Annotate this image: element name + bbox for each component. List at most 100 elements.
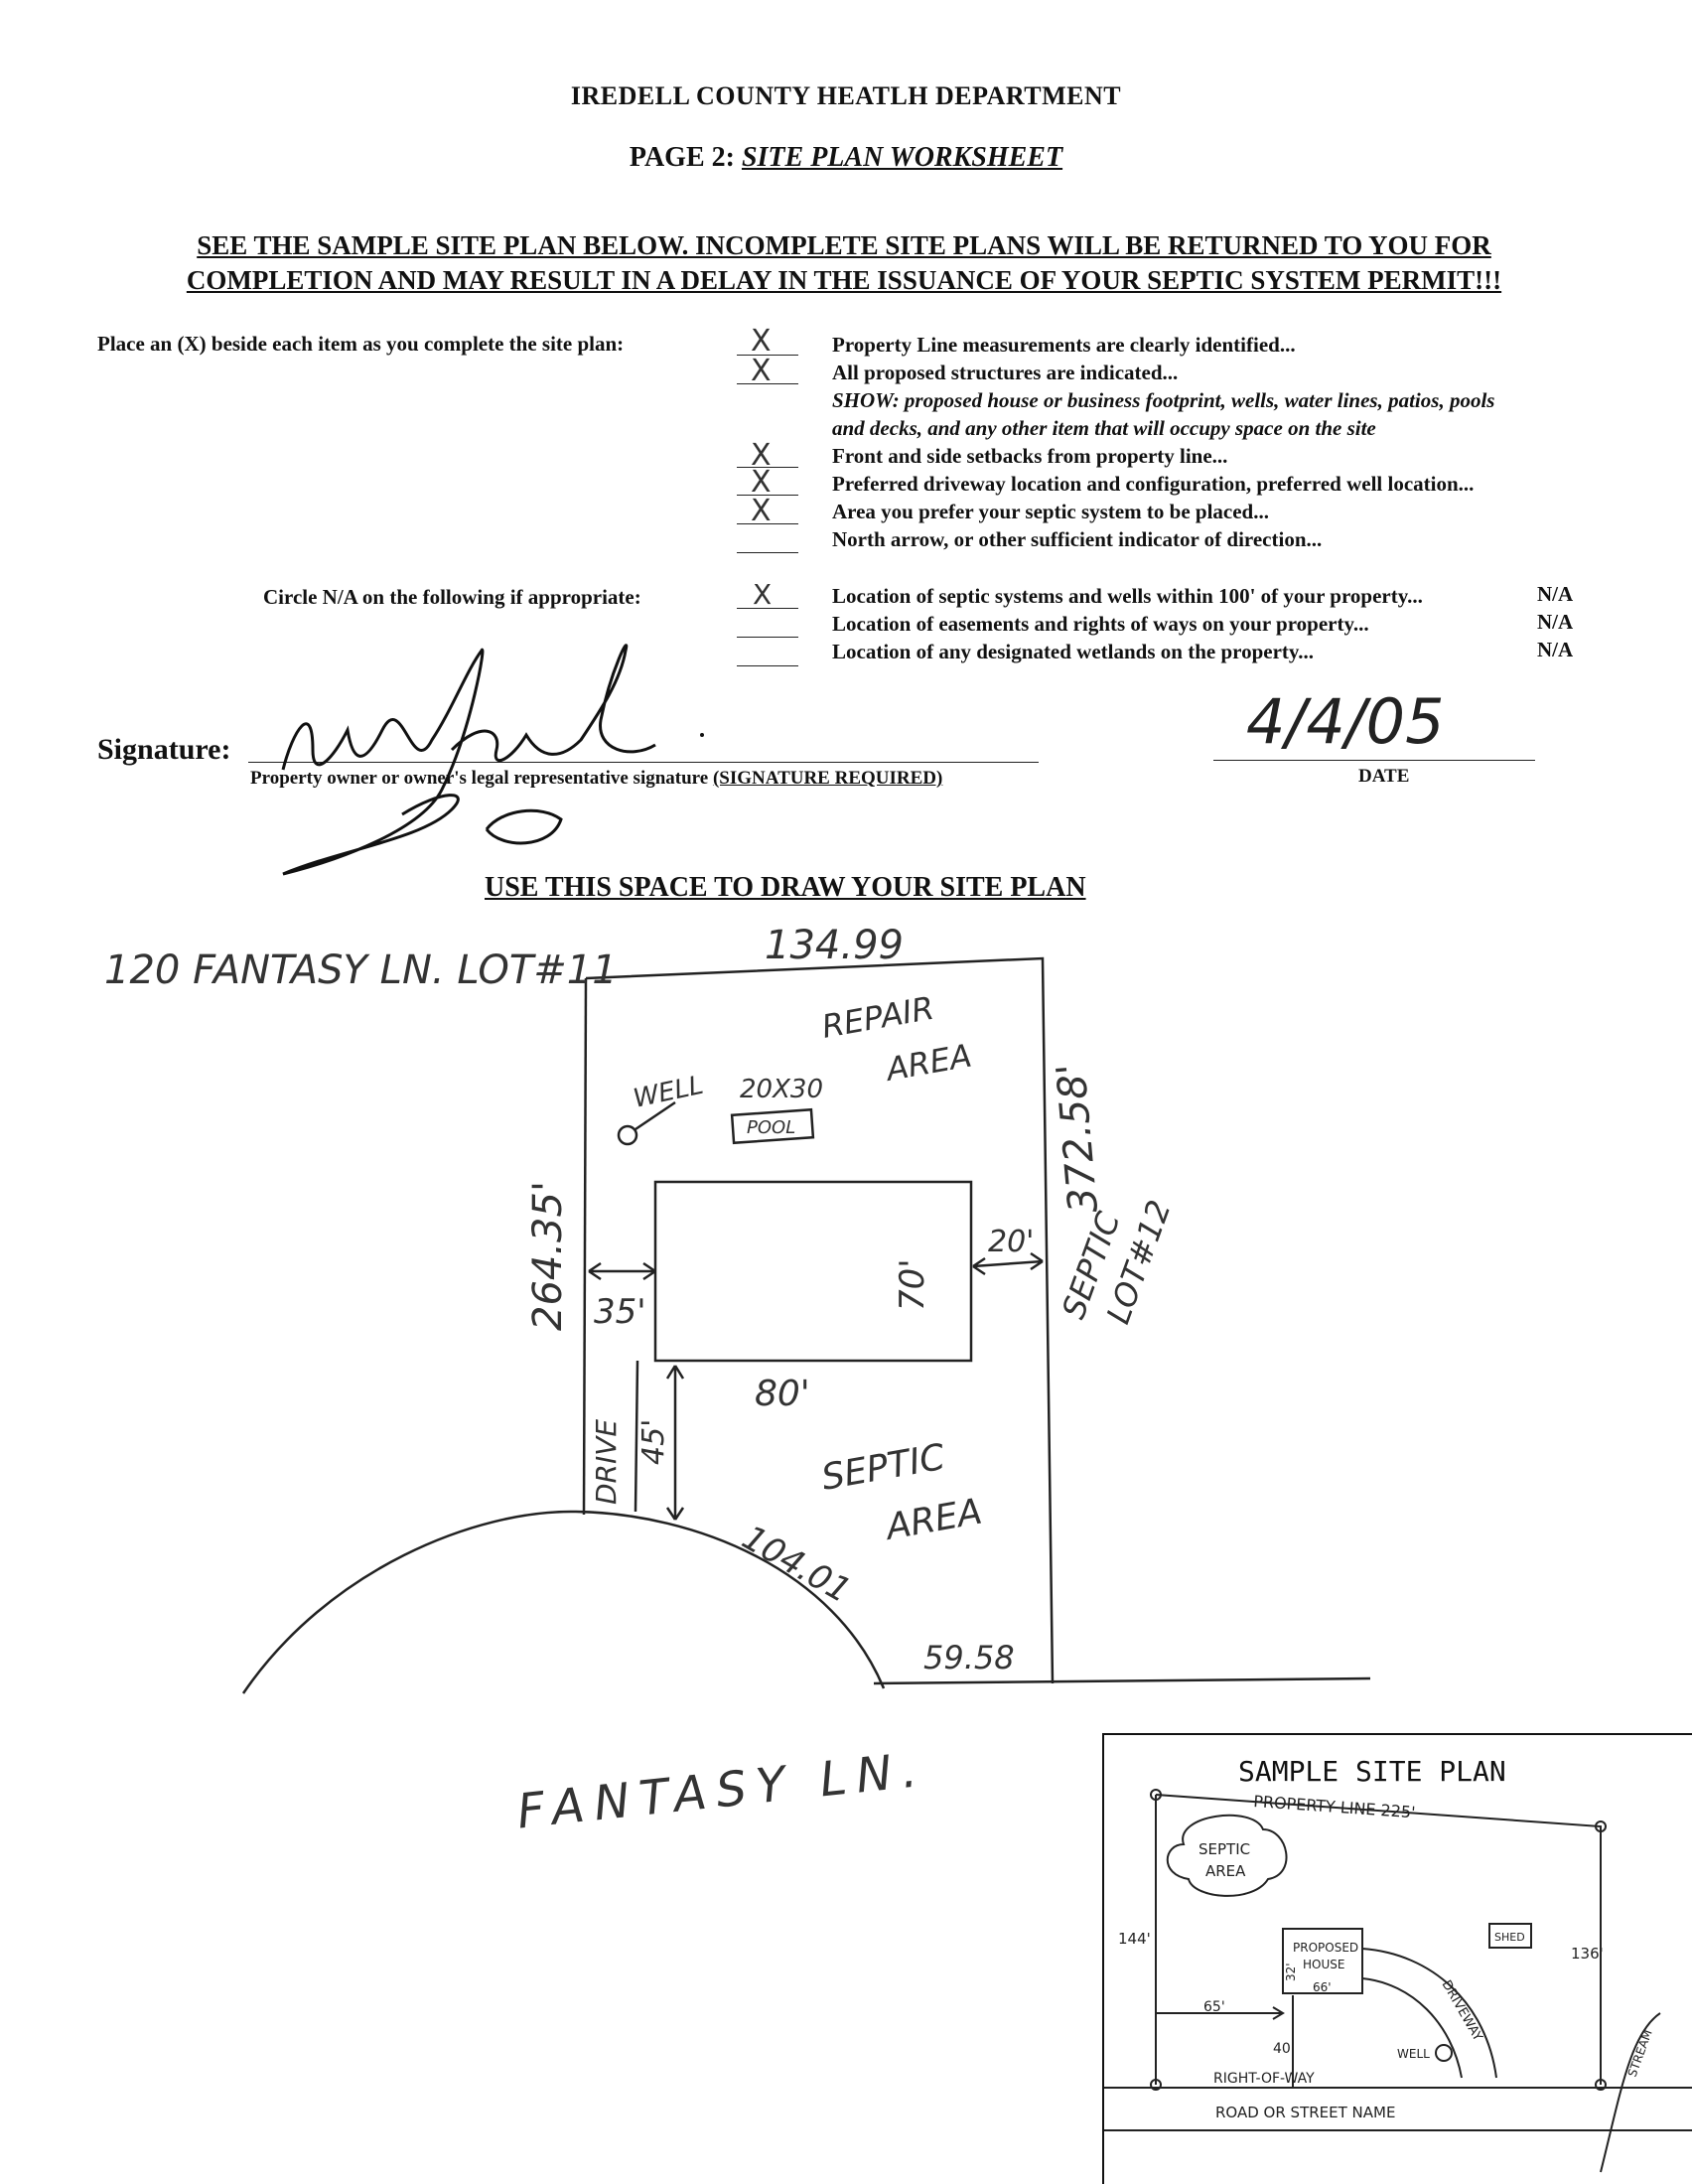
page-subtitle: SITE PLAN WORKSHEET: [741, 142, 1063, 173]
warning-line-1: SEE THE SAMPLE SITE PLAN BELOW. INCOMPLE…: [197, 230, 1491, 260]
date-caption: DATE: [1358, 766, 1410, 787]
drive-label: DRIVE: [590, 1419, 623, 1505]
pool-shape: [730, 1107, 815, 1145]
sample-shed-label: SHED: [1494, 1931, 1525, 1944]
signature-caption-text: Property owner or owner's legal represen…: [250, 768, 709, 789]
front-setback-arrow: [665, 1365, 685, 1521]
checklist-item: Front and side setbacks from property li…: [832, 444, 1228, 468]
sample-stream: [1600, 2012, 1661, 2173]
sample-driveway-outer: [1361, 1948, 1497, 2079]
pool-size-label: 20X30: [740, 1075, 823, 1104]
checklist-item: North arrow, or other sufficient indicat…: [832, 527, 1323, 551]
property-bottom-line: [873, 1676, 1371, 1685]
sample-driveway-inner: [1361, 1977, 1463, 2079]
pool-label: POOL: [747, 1117, 795, 1138]
sample-road-label: ROAD OR STREET NAME: [1215, 2104, 1395, 2121]
arc-dimension: 104.01: [736, 1518, 858, 1611]
drive-line: [634, 1360, 639, 1513]
date-line[interactable]: [1213, 760, 1535, 761]
sample-well-label: WELL: [1397, 2047, 1430, 2061]
sample-stream-label: STREAM: [1625, 2028, 1655, 2079]
sample-house-height: 32': [1284, 1963, 1298, 1981]
street-curve: [241, 1510, 886, 1694]
sample-front-dim: 40': [1273, 2041, 1295, 2057]
right-dimension: 372.58': [1049, 1062, 1107, 1215]
signature-line[interactable]: [248, 762, 1039, 763]
repair-area-label-2: AREA: [882, 1036, 974, 1089]
sample-property-line: PROPERTY LINE 225': [1253, 1792, 1416, 1821]
page-prefix: PAGE 2:: [629, 142, 735, 173]
na-instruction: Circle N/A on the following if appropria…: [263, 585, 641, 609]
left-dimension: 264.35': [525, 1181, 571, 1331]
setback-arrow-left: [588, 1261, 656, 1281]
left-setback: 35': [594, 1292, 646, 1332]
na-option[interactable]: N/A: [1537, 582, 1574, 606]
checklist-item: SHOW: proposed house or business footpri…: [832, 388, 1495, 412]
checklist-instruction: Place an (X) beside each item as you com…: [97, 332, 625, 356]
sample-well-circle: [1435, 2044, 1453, 2062]
sample-septic-1: SEPTIC: [1198, 1840, 1250, 1858]
check-mark: X: [751, 494, 772, 528]
right-setback: 20': [988, 1225, 1034, 1259]
na-item: Location of easements and rights of ways…: [832, 612, 1369, 636]
checkbox-line[interactable]: [737, 665, 798, 666]
septic-area-label-2: AREA: [881, 1492, 985, 1549]
sample-site-plan: SAMPLE SITE PLAN PROPERTY LINE 225' SEPT…: [1102, 1733, 1692, 2184]
check-mark: X: [751, 438, 772, 473]
sample-shed: [1488, 1923, 1532, 1949]
checkbox-line[interactable]: [737, 608, 798, 609]
na-option[interactable]: N/A: [1537, 610, 1574, 634]
property-boundary: [585, 956, 1055, 1684]
setback-arrow-right: [972, 1251, 1044, 1276]
page-title: PAGE 2: SITE PLAN WORKSHEET: [0, 142, 1692, 174]
checkbox-line[interactable]: [737, 552, 798, 553]
sample-title: SAMPLE SITE PLAN: [1238, 1755, 1506, 1788]
sample-right-dim: 136': [1571, 1945, 1604, 1963]
sample-left-dim: 144': [1118, 1930, 1151, 1948]
sample-house-2: HOUSE: [1303, 1958, 1344, 1971]
bottom-dimension: 59.58: [923, 1639, 1015, 1676]
checklist-item: All proposed structures are indicated...: [832, 361, 1179, 384]
handwritten-date: 4/4/05: [1246, 685, 1445, 758]
check-mark: X: [751, 354, 772, 388]
checkbox-line[interactable]: [737, 355, 798, 356]
checkbox-line[interactable]: [737, 467, 798, 468]
department-title: IREDELL COUNTY HEATLH DEPARTMENT: [570, 81, 1122, 110]
sample-house-width: 66': [1313, 1980, 1332, 1994]
check-mark: X: [751, 324, 772, 359]
warning-line-2: COMPLETION AND MAY RESULT IN A DELAY IN …: [186, 265, 1502, 295]
site-plan-heading: USE THIS SPACE TO DRAW YOUR SITE PLAN: [485, 872, 1086, 903]
sample-septic-2: AREA: [1205, 1862, 1246, 1880]
checkbox-line[interactable]: [737, 495, 798, 496]
na-option[interactable]: N/A: [1537, 638, 1574, 661]
check-mark: X: [753, 578, 773, 611]
address-label: 120 FANTASY LN. LOT#11: [104, 947, 618, 993]
checklist-item: and decks, and any other item that will …: [832, 416, 1376, 440]
checklist-item: Preferred driveway location and configur…: [832, 472, 1475, 496]
checkbox-line[interactable]: [737, 383, 798, 384]
septic-area-label-1: SEPTIC: [818, 1437, 948, 1499]
repair-area-label-1: REPAIR: [819, 989, 937, 1046]
sample-drawing: PROPERTY LINE 225' SEPTIC AREA SHED PROP…: [1104, 1789, 1692, 2173]
signature-label: Signature:: [97, 733, 231, 766]
checkbox-line[interactable]: [737, 523, 798, 524]
signature-required: (SIGNATURE REQUIRED): [712, 768, 943, 789]
checkbox-line[interactable]: [737, 637, 798, 638]
property-left-line: [582, 977, 588, 1516]
top-dimension: 134.99: [765, 923, 904, 968]
well-symbol: [617, 1124, 638, 1146]
sample-boundary: [1155, 1794, 1602, 2085]
sample-septic-cloud: [1166, 1814, 1288, 1897]
house-width: 80': [755, 1374, 810, 1414]
sample-setback-arrow: [1156, 2006, 1285, 2020]
signature-caption: Property owner or owner's legal represen…: [250, 768, 942, 790]
front-setback: 45': [636, 1419, 671, 1465]
warning-notice: SEE THE SAMPLE SITE PLAN BELOW. INCOMPLE…: [109, 228, 1579, 298]
site-plan-drawing: 120 FANTASY LN. LOT#11 134.99 REPAIR ARE…: [104, 923, 1371, 1694]
sample-house-1: PROPOSED: [1293, 1941, 1358, 1955]
house-depth: 70': [893, 1258, 932, 1311]
check-mark: X: [751, 465, 772, 500]
well-arrow: [634, 1100, 676, 1131]
na-item: Location of any designated wetlands on t…: [832, 640, 1314, 663]
handwritten-signature: [281, 644, 704, 876]
